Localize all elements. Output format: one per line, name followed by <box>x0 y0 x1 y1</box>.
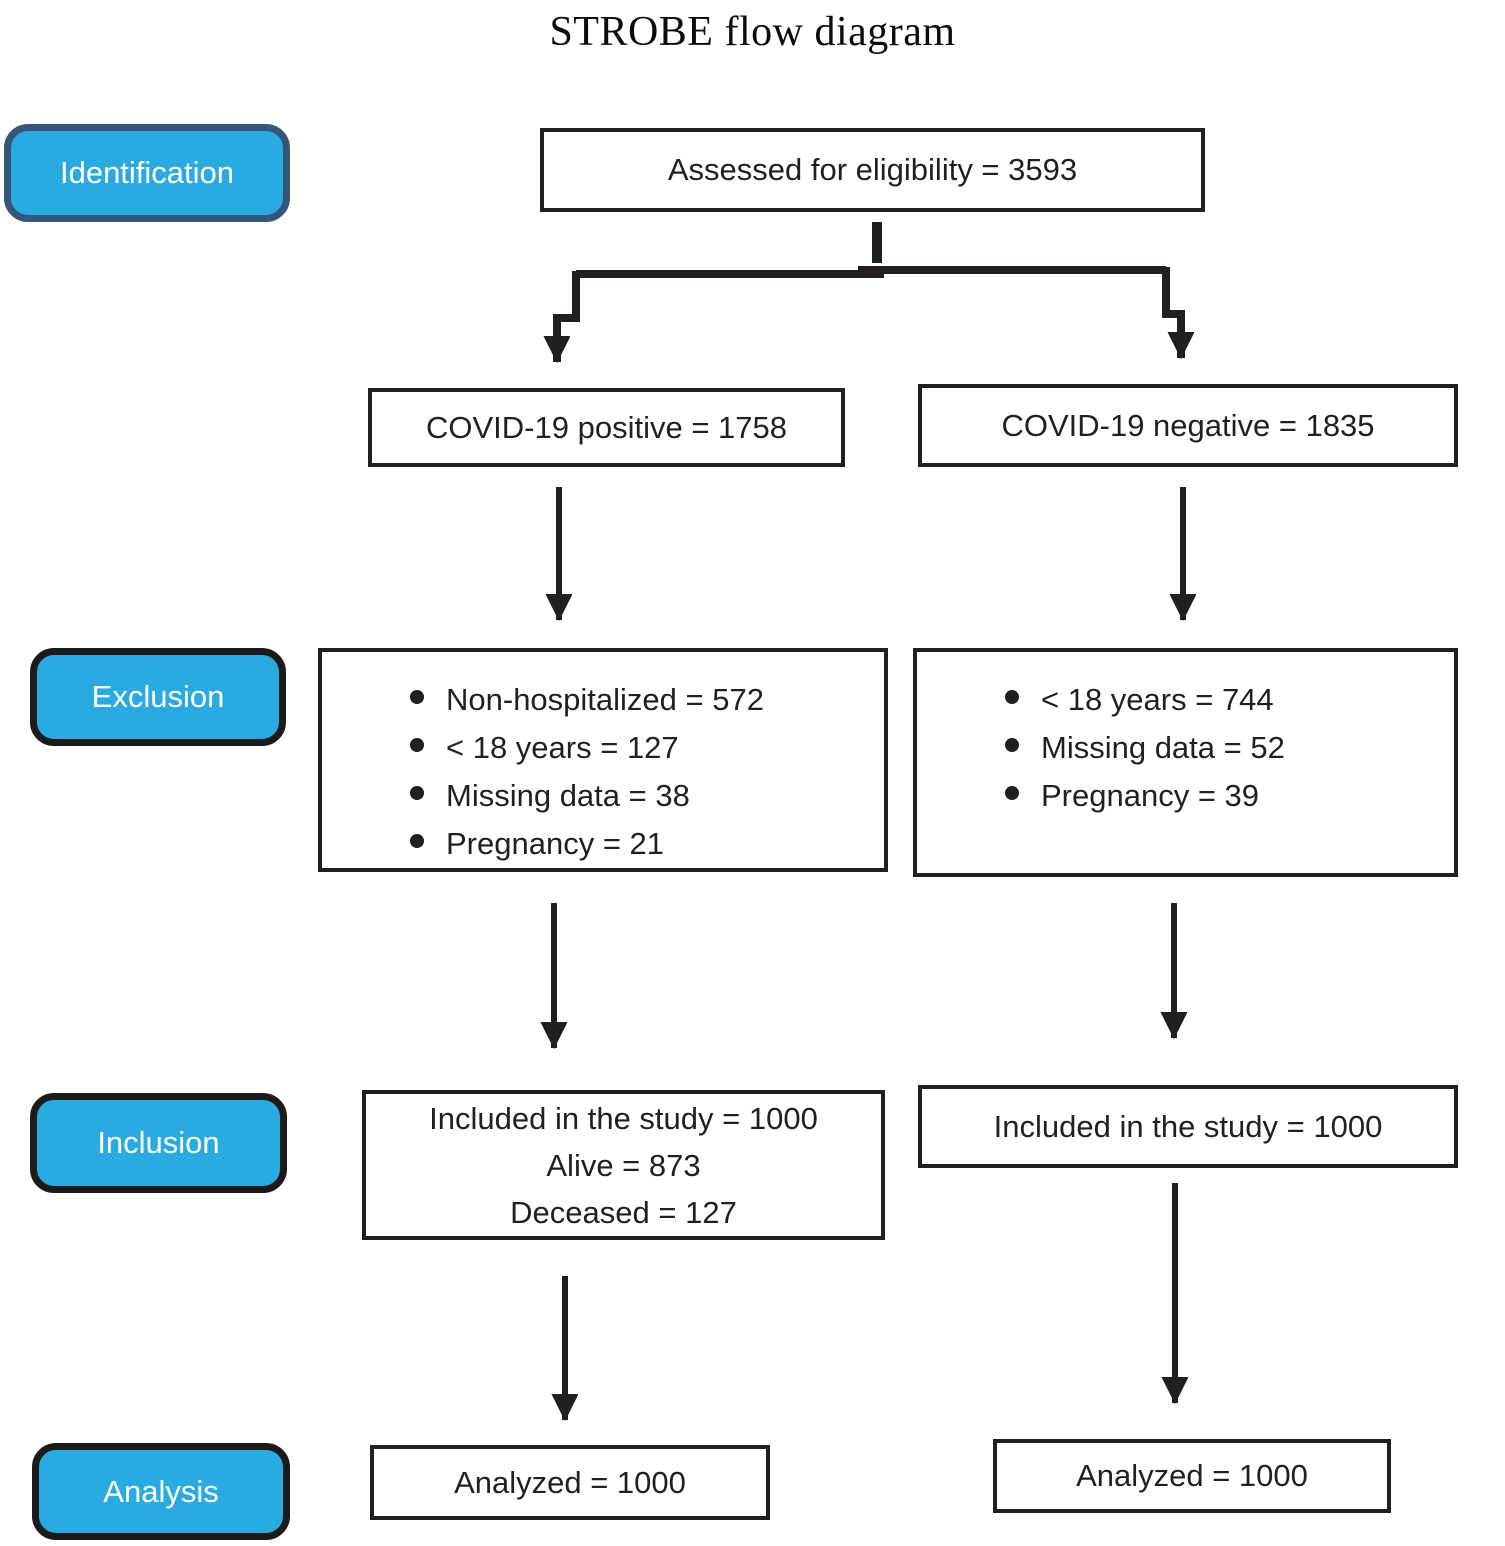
branch-arrow-left <box>557 271 580 362</box>
covid-negative-box: COVID-19 negative = 1835 <box>918 384 1458 467</box>
covid-positive-box: COVID-19 positive = 1758 <box>368 388 845 467</box>
exclusion-item: Missing data = 52 <box>1005 724 1285 772</box>
exclusion-item: Pregnancy = 21 <box>410 820 764 868</box>
stage-badge-identification: Identification <box>4 124 290 222</box>
branch-arrow-right <box>1162 267 1181 358</box>
stage-badge-inclusion: Inclusion <box>30 1093 287 1193</box>
stage-badge-exclusion: Exclusion <box>30 648 286 746</box>
diagram-title: STROBE flow diagram <box>549 9 956 55</box>
exclusion-item: Non-hospitalized = 572 <box>410 676 764 724</box>
exclusion-item: < 18 years = 127 <box>410 724 764 772</box>
inclusion-line: Alive = 873 <box>546 1147 701 1183</box>
inclusion-line: Included in the study = 1000 <box>429 1100 818 1136</box>
inclusion-line: Deceased = 127 <box>510 1194 737 1230</box>
stage-badge-analysis: Analysis <box>32 1443 290 1540</box>
exclusion-item: Missing data = 38 <box>410 772 764 820</box>
inclusion-negative-box: Included in the study = 1000 <box>918 1085 1458 1168</box>
assessed-eligibility-box: Assessed for eligibility = 3593 <box>540 128 1205 212</box>
analyzed-negative-box: Analyzed = 1000 <box>993 1439 1391 1513</box>
analyzed-positive-box: Analyzed = 1000 <box>370 1445 770 1520</box>
exclusion-item: Pregnancy = 39 <box>1005 772 1285 820</box>
exclusion-item: < 18 years = 744 <box>1005 676 1285 724</box>
